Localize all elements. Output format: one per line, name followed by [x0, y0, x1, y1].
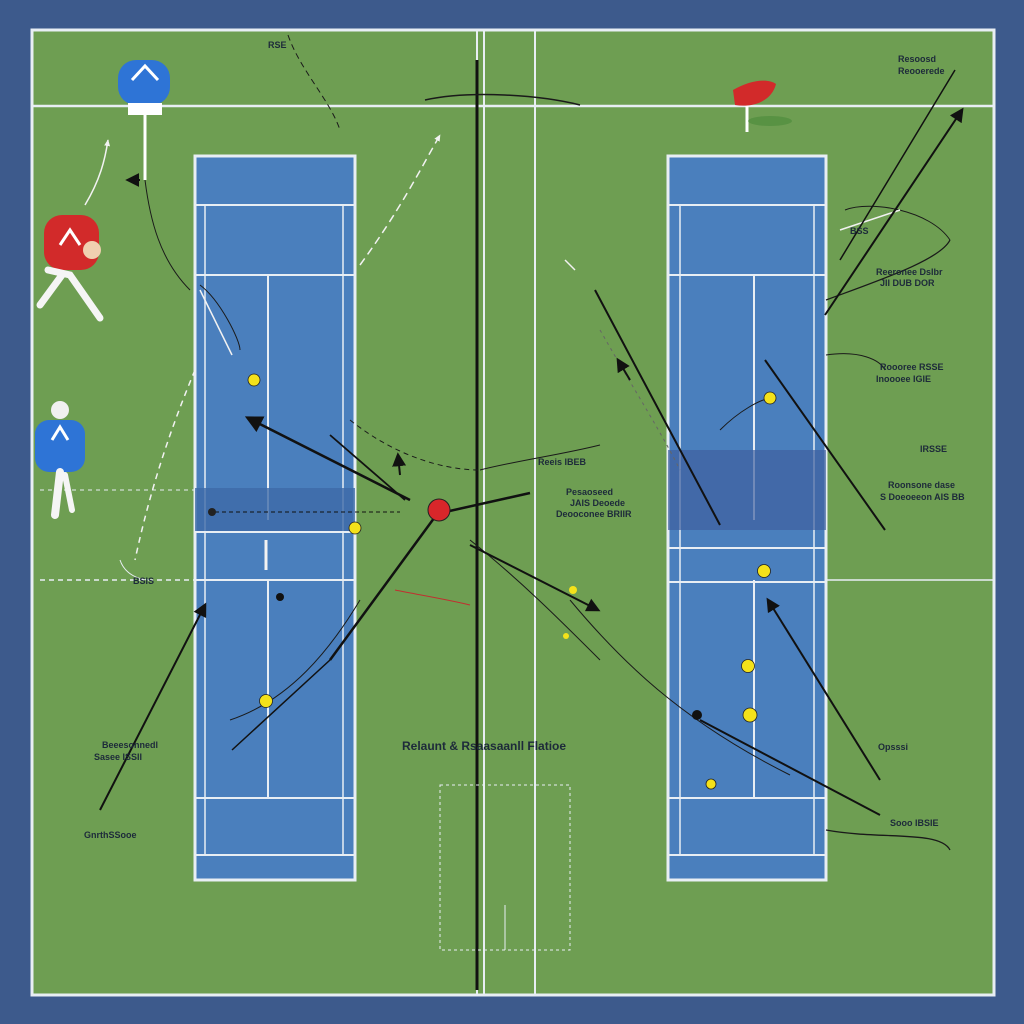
player-blue	[35, 401, 85, 519]
shot-arrows	[99, 69, 964, 816]
right-court	[666, 154, 828, 882]
left-court	[193, 154, 357, 882]
black-dot	[208, 508, 216, 516]
annotation-top-right-2: Reooerede	[898, 66, 945, 76]
chalk-strokes	[84, 134, 901, 561]
annotation-right-4: IRSSE	[920, 444, 947, 454]
annotation-right-2b: JII DUB DOR	[880, 278, 935, 288]
ball	[348, 521, 362, 535]
annotation-right-6: Opsssi	[878, 742, 908, 752]
annotation-top-left: RSE	[268, 40, 287, 50]
player-red	[36, 215, 104, 322]
grass-field	[32, 30, 994, 995]
annotation-left-2b: Sasee ISSII	[94, 752, 142, 762]
annotation-right-5a: Roonsone dase	[888, 480, 955, 490]
red-ball	[427, 498, 451, 522]
black-dot	[692, 710, 702, 720]
annotation-left-1: BSIS	[133, 576, 154, 586]
annotation-center-2c: Deooconee BRIIR	[556, 509, 632, 519]
annotation-left-2a: Beeesonnedl	[102, 740, 158, 750]
annotation-right-3a: Roooree RSSE	[880, 362, 944, 372]
annotation-center-1: Reeis IBEB	[538, 457, 587, 467]
annotation-right-7: Sooo IBSIE	[890, 818, 939, 828]
annotation-right-1: BSS	[850, 226, 869, 236]
ball-trajectories	[119, 34, 951, 851]
annotation-center-2a: Pesaoseed	[566, 487, 613, 497]
annotation-right-2a: Reeronee DsIbr	[876, 267, 943, 277]
ball	[705, 778, 717, 790]
tennis-balls	[208, 373, 777, 790]
ball	[741, 659, 755, 673]
ball	[569, 586, 577, 594]
flag-blue	[118, 60, 170, 180]
annotation-top-right-1: Resoosd	[898, 54, 936, 64]
annotations: RSE Resoosd Reooerede BSS Reeronee DsIbr…	[84, 40, 965, 840]
black-dot	[276, 593, 284, 601]
ball	[742, 707, 758, 723]
ball	[247, 373, 261, 387]
ball	[563, 633, 569, 639]
ball	[763, 391, 777, 405]
annotation-right-5b: S Doeoeeon AIS BB	[880, 492, 965, 502]
diagram-title: Relaunt & Rsaasaanll Flatioe	[402, 739, 566, 753]
field-border	[30, 28, 996, 997]
annotation-center-2b: JAIS Deoede	[570, 498, 625, 508]
annotation-right-3b: Inoooee IGIE	[876, 374, 931, 384]
flag-red	[733, 80, 792, 132]
ball	[757, 564, 771, 578]
annotation-left-3: GnrthSSooe	[84, 830, 137, 840]
ball	[259, 694, 273, 708]
